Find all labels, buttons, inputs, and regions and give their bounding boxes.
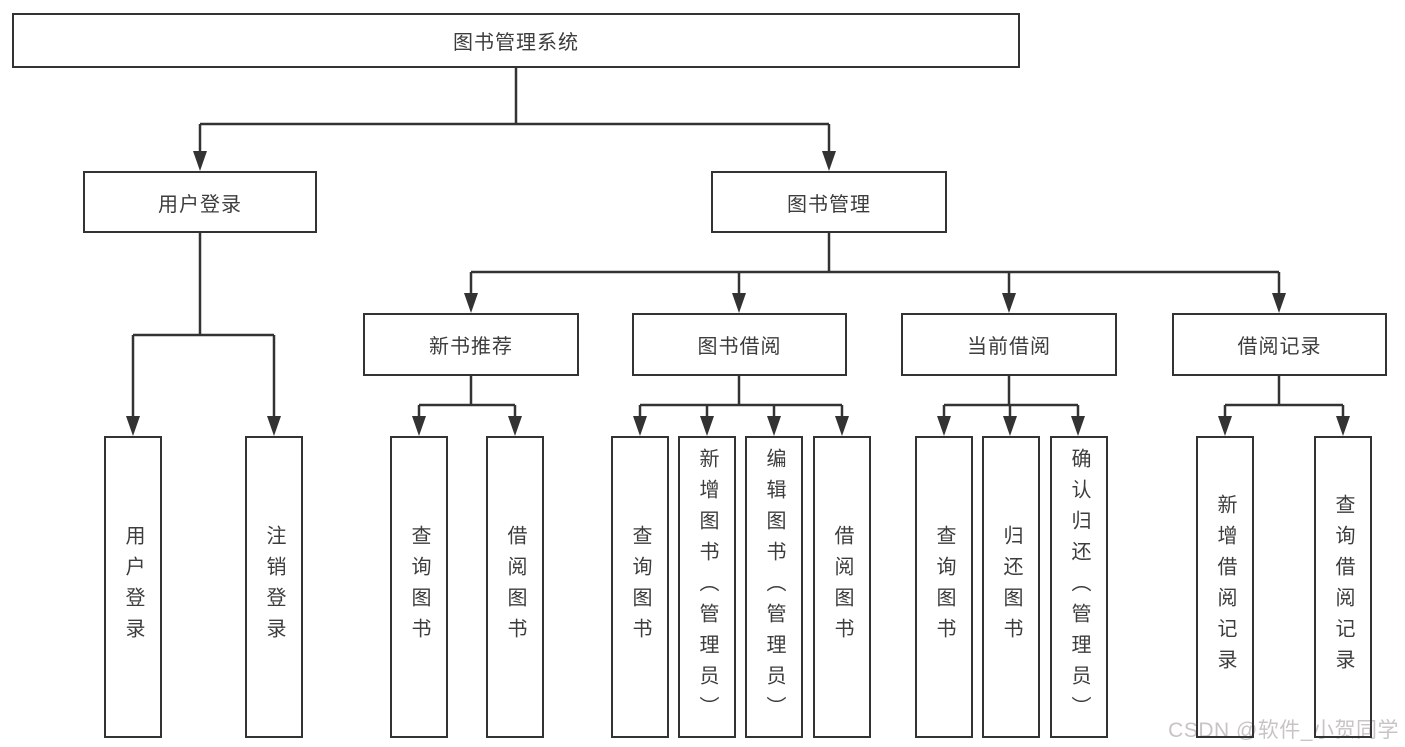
- leaf-logout: 注销登录: [245, 436, 303, 738]
- leaf-query-borrow-record: 查询借阅记录: [1314, 436, 1372, 738]
- node-book-management: 图书管理: [711, 171, 947, 233]
- node-borrow-records: 借阅记录: [1172, 313, 1387, 376]
- leaf-edit-books-admin: 编辑图书（管理员）: [745, 436, 803, 738]
- leaf-add-borrow-record: 新增借阅记录: [1196, 436, 1254, 738]
- node-new-book-recommend: 新书推荐: [363, 313, 579, 376]
- arrowheads: [126, 151, 1350, 436]
- node-library-management-system: 图书管理系统: [12, 13, 1020, 68]
- leaf-query-books-current: 查询图书: [915, 436, 973, 738]
- leaf-add-books-admin: 新增图书（管理员）: [678, 436, 736, 738]
- leaf-user-login: 用户登录: [104, 436, 162, 738]
- leaf-borrow-books: 借阅图书: [813, 436, 871, 738]
- leaf-query-books-borrow: 查询图书: [611, 436, 669, 738]
- node-user-login: 用户登录: [83, 171, 317, 233]
- leaf-return-books: 归还图书: [982, 436, 1040, 738]
- node-book-borrow: 图书借阅: [632, 313, 847, 376]
- csdn-watermark: CSDN @软件_小贺同学: [1168, 719, 1399, 742]
- leaf-borrow-books-recommend: 借阅图书: [486, 436, 544, 738]
- leaf-query-books-recommend: 查询图书: [390, 436, 448, 738]
- leaf-confirm-return-admin: 确认归还（管理员）: [1050, 436, 1108, 738]
- node-current-borrow: 当前借阅: [901, 313, 1117, 376]
